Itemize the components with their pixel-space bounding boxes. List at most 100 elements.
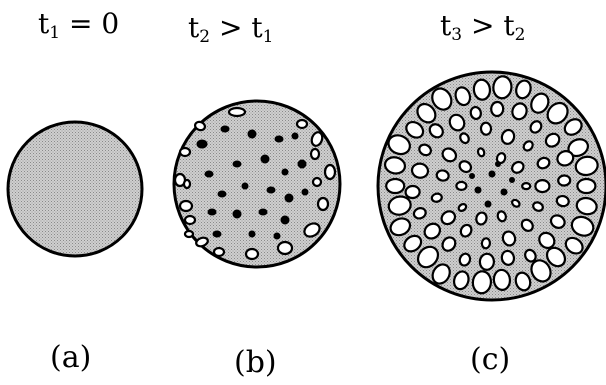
pore-open <box>490 100 505 118</box>
pore-open <box>524 248 537 263</box>
pore-open <box>459 132 470 145</box>
pore-open <box>195 236 209 248</box>
pore-filled <box>232 160 242 168</box>
pore-open <box>511 102 528 121</box>
pore-open <box>410 162 430 179</box>
pore-open <box>404 184 421 200</box>
pore-open <box>303 222 321 238</box>
pore-open <box>412 207 427 220</box>
circle-b <box>172 99 342 269</box>
pore-open <box>416 102 437 124</box>
pore-open <box>295 118 309 130</box>
pore-open <box>472 78 492 101</box>
pore-filled <box>217 190 227 198</box>
pore-open <box>500 249 516 266</box>
pore-filled <box>488 170 496 178</box>
pore-open <box>431 87 453 111</box>
pore-open <box>529 120 543 134</box>
pore-open <box>311 176 323 188</box>
pore-open <box>441 236 457 252</box>
pore-filled <box>280 215 290 225</box>
pore-open <box>538 231 556 250</box>
pore-open <box>521 182 532 191</box>
pore-open <box>383 156 407 175</box>
pore-filled <box>241 182 249 190</box>
pore-open <box>276 240 294 256</box>
pore-open <box>492 268 512 291</box>
heading-a: t1 = 0 <box>38 7 120 43</box>
pore-open <box>428 123 444 139</box>
pore-open <box>520 218 534 232</box>
pore-open <box>530 259 552 283</box>
pore-open <box>511 160 525 174</box>
pore-filled <box>273 232 281 240</box>
pore-open <box>478 252 496 271</box>
pore-open <box>389 217 412 237</box>
pore-open <box>457 203 468 212</box>
pore-filled <box>247 129 257 139</box>
pore-open <box>492 75 513 100</box>
pore-filled <box>469 173 475 179</box>
caption-a: (a) <box>50 340 92 375</box>
pore-filled <box>196 139 208 149</box>
pore-filled <box>260 154 270 164</box>
pore-filled <box>212 230 222 238</box>
pore-open <box>310 131 324 147</box>
caption-b: (b) <box>234 345 277 380</box>
pore-open <box>458 252 472 267</box>
pore-open <box>403 234 423 253</box>
pore-open <box>549 214 566 229</box>
pore-open <box>182 178 192 190</box>
pore-open <box>476 147 486 158</box>
circle-b-group <box>172 99 342 269</box>
pores-c <box>383 75 599 295</box>
pore-open <box>452 270 470 291</box>
pore-open <box>194 120 206 132</box>
circle-c-group <box>376 70 606 302</box>
pore-open <box>212 246 226 258</box>
pore-open <box>563 118 583 136</box>
pore-filled <box>301 188 309 196</box>
pore-open <box>418 143 432 157</box>
pore-open <box>448 113 466 132</box>
pore-filled <box>284 193 294 203</box>
pore-open <box>244 247 260 261</box>
pore-open <box>227 106 247 118</box>
pore-open <box>435 169 450 182</box>
pore-open <box>534 179 551 194</box>
pore-filled <box>207 208 217 216</box>
pores-b <box>173 106 337 261</box>
pore-filled <box>274 135 284 143</box>
pore-open <box>557 174 572 187</box>
pore-filled <box>500 188 508 196</box>
pore-open <box>522 140 534 152</box>
pore-open <box>323 163 337 181</box>
pore-open <box>316 196 330 212</box>
pore-filled <box>495 161 501 167</box>
pore-filled <box>474 186 482 194</box>
circle-a <box>6 120 144 258</box>
heading-c: t3 > t2 <box>440 9 526 45</box>
pore-open <box>475 211 488 226</box>
pore-open <box>430 192 443 203</box>
pore-open <box>574 155 599 177</box>
pore-open <box>309 147 321 161</box>
pore-open <box>500 128 516 145</box>
pore-filled <box>204 170 214 178</box>
pore-open <box>479 121 493 136</box>
pore-open <box>454 86 472 107</box>
pore-open <box>511 198 521 208</box>
pore-open <box>183 214 197 226</box>
pore-open <box>546 101 569 125</box>
caption-c: (c) <box>470 342 511 377</box>
pore-open <box>536 156 551 170</box>
pore-open <box>555 194 570 208</box>
pore-open <box>469 105 482 121</box>
pore-filled <box>297 159 307 169</box>
pore-open <box>480 237 492 250</box>
pore-open <box>178 146 192 158</box>
pore-open <box>544 132 561 148</box>
pore-open <box>575 196 598 216</box>
pore-open <box>405 120 425 139</box>
